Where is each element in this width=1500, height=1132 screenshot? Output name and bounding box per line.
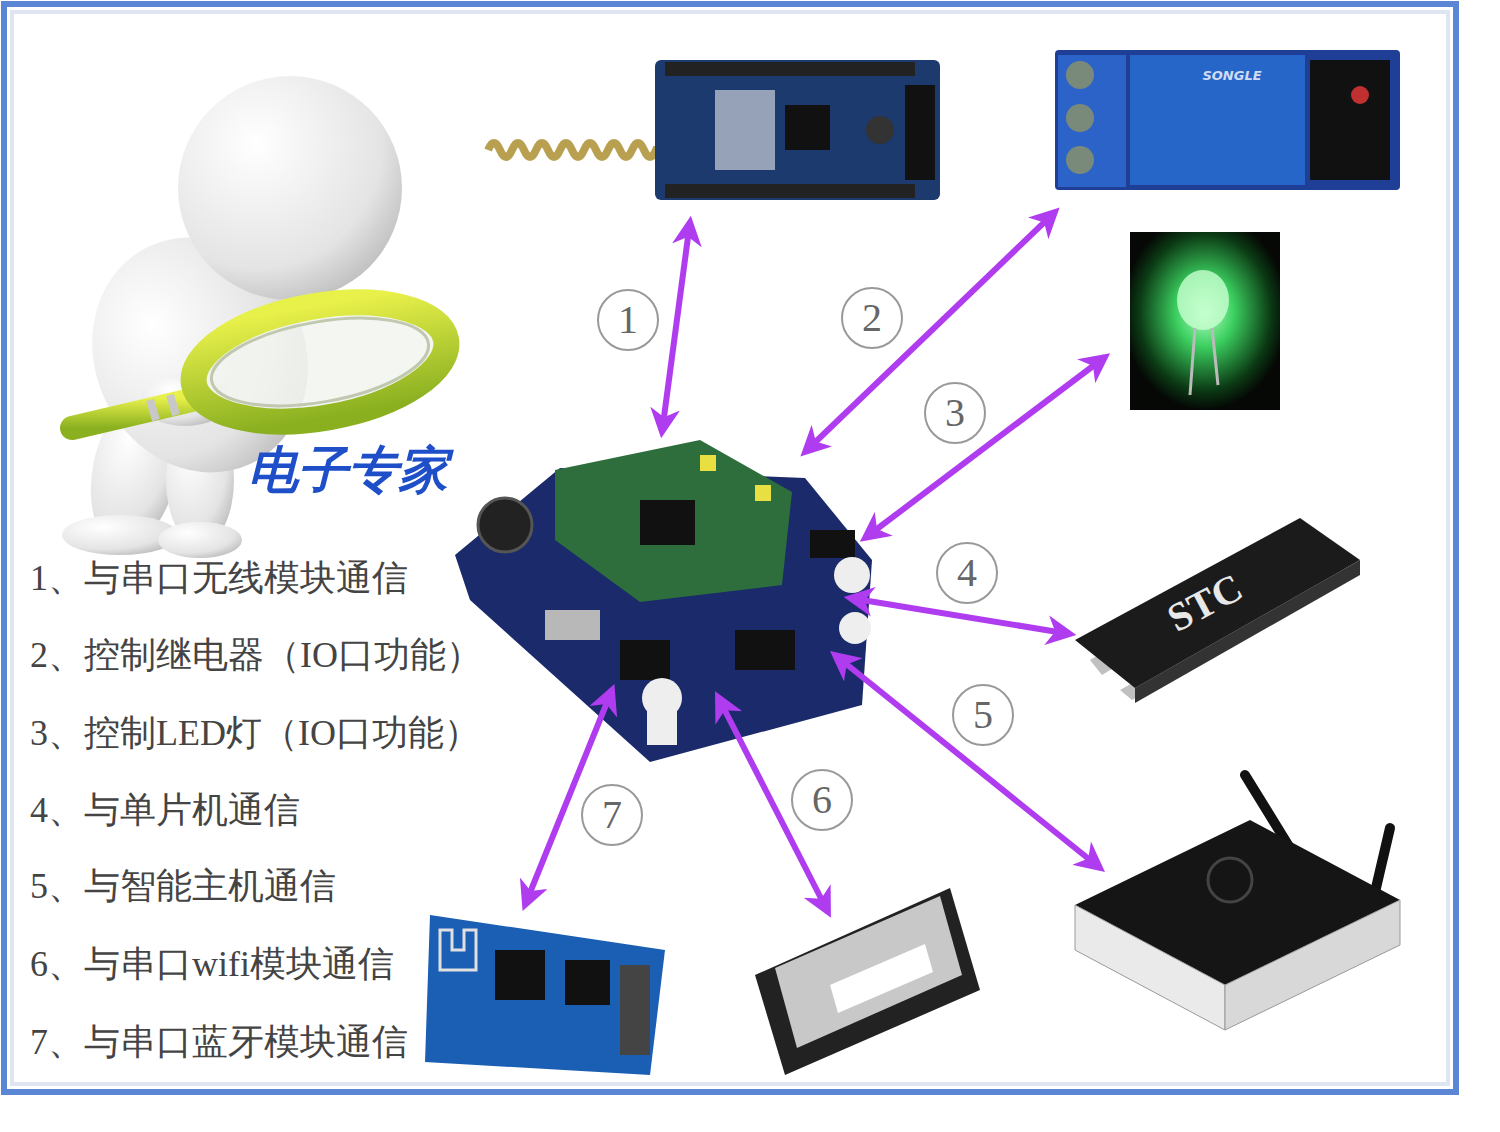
relay-module <box>1055 50 1400 190</box>
list-item: 5、与智能主机通信 <box>30 866 336 907</box>
callout-number: 3 <box>945 390 965 436</box>
frame <box>4 4 1456 1092</box>
callout-circles <box>582 288 1013 845</box>
frame-inner <box>12 12 1448 1084</box>
stc-chip <box>1075 518 1360 703</box>
list-item: 7、与串口蓝牙模块通信 <box>30 1022 408 1063</box>
callout-number: 5 <box>973 692 993 738</box>
list-item: 6、与串口wifi模块通信 <box>30 944 394 985</box>
callout-number: 6 <box>812 777 832 823</box>
router-picture <box>1075 775 1400 1030</box>
led-picture <box>1130 232 1280 410</box>
list-item: 4、与单片机通信 <box>30 790 300 831</box>
relay-marking: SONGLE <box>1202 69 1261 84</box>
chip-marking: STC <box>1160 564 1250 641</box>
wifi-module <box>755 888 980 1075</box>
callout-number: 7 <box>602 792 622 838</box>
bluetooth-module <box>425 915 665 1075</box>
callout-number: 4 <box>957 550 977 596</box>
voice-board <box>455 440 872 762</box>
wireless-module <box>488 60 940 200</box>
callout-number: 1 <box>618 297 638 343</box>
list-item: 1、与串口无线模块通信 <box>30 558 408 599</box>
brand-title: 电子专家 <box>248 442 448 500</box>
list-item: 3、控制LED灯（IO口功能） <box>30 713 480 754</box>
figure <box>54 76 456 558</box>
arrows <box>525 212 1105 912</box>
list-item: 2、控制继电器（IO口功能） <box>30 635 482 676</box>
callout-number: 2 <box>862 295 882 341</box>
